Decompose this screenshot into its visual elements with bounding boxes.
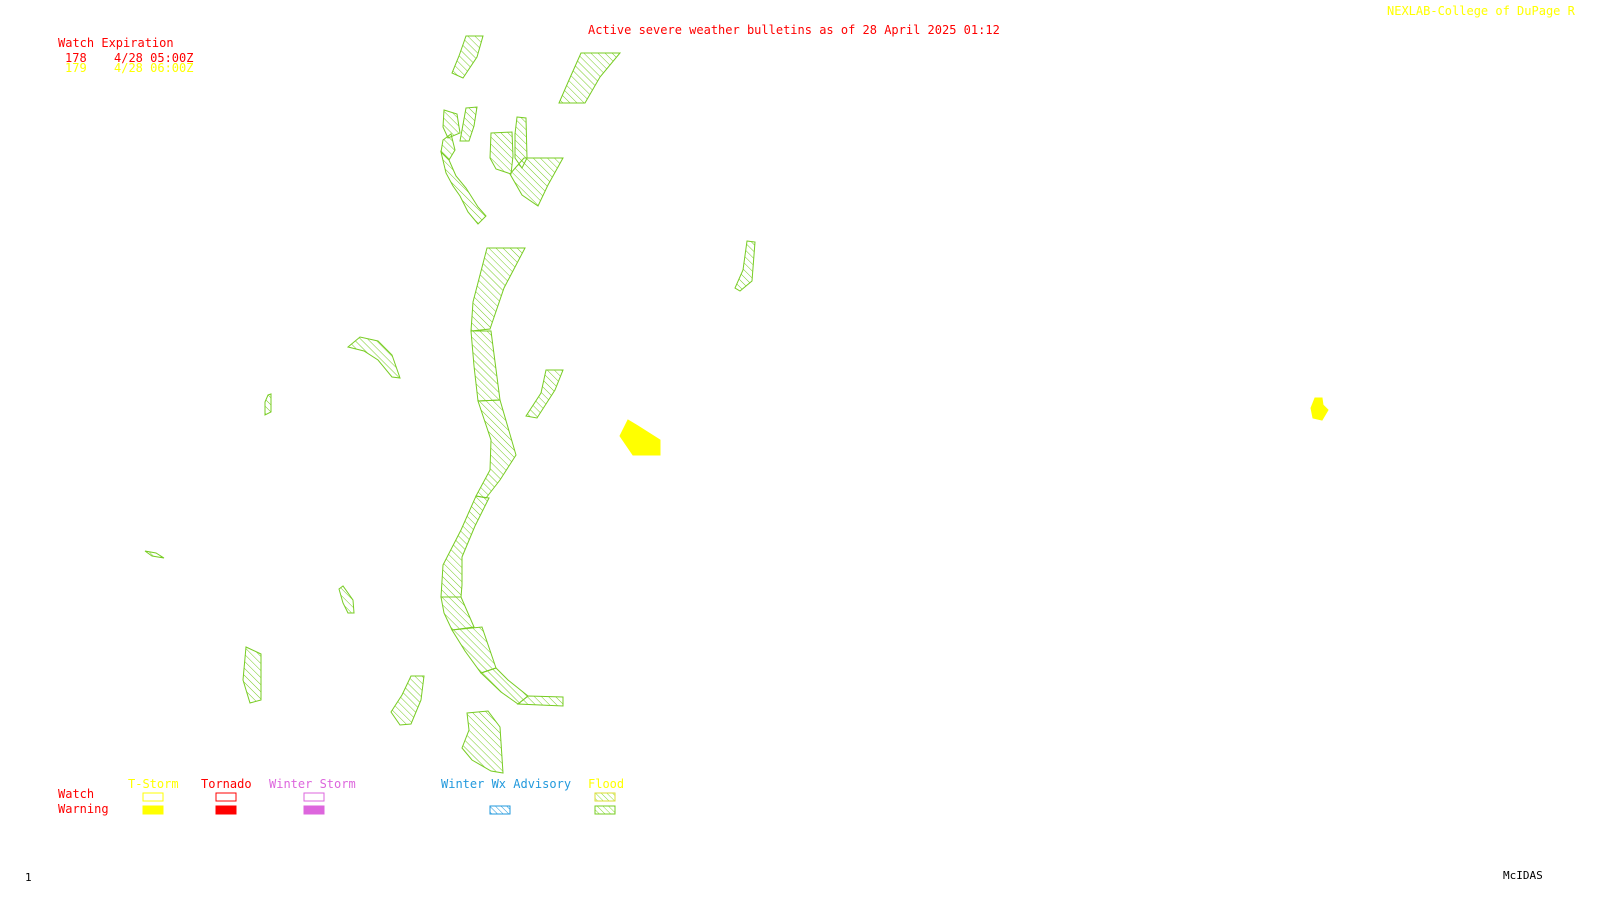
flood-warning-polygon (338, 585, 355, 614)
flood-warning-polygon (509, 157, 564, 207)
watch-row-179-id: 179 (65, 61, 87, 75)
tstorm-warning-swatch (142, 805, 164, 815)
flood-warning-polygon (489, 131, 514, 175)
flood-warning-polygon (440, 133, 456, 161)
watch-row-178-id: 178 (65, 51, 87, 65)
legend-swatches (142, 792, 616, 815)
flood-warning-polygon (470, 247, 526, 332)
flood-watch-swatch (594, 792, 616, 802)
flood-warning-polygon (516, 695, 564, 707)
flood-warning-polygon (144, 550, 165, 559)
flood-warning-polygon (734, 240, 756, 292)
legend-warning-row-label: Warning (58, 802, 109, 816)
flood-warning-polygon (480, 667, 529, 705)
software-label: McIDAS (1503, 869, 1543, 882)
flood-warning-polygon (475, 399, 517, 499)
flood-warning-polygon (470, 330, 501, 402)
flood-warning-polygon (461, 710, 504, 774)
tstorm-warning-polygon (1310, 397, 1329, 421)
flood-warning-polygon (442, 109, 461, 139)
tornado-warning-swatch (215, 805, 237, 815)
flood-warning-polygon (440, 495, 490, 598)
tornado-watch-swatch (215, 792, 237, 802)
winter-advisory-warning-swatch (489, 805, 511, 815)
watch-row-178-expires: 4/28 05:00Z (114, 51, 194, 65)
watch-expiration-heading: Watch Expiration (58, 36, 174, 50)
flood-warning-polygon (451, 35, 484, 79)
flood-warning-polygon (346, 336, 401, 379)
flood-warning-polygon (390, 675, 425, 726)
frame-number: 1 (25, 871, 32, 884)
tstorm-watch-swatch (142, 792, 164, 802)
legend-watch-row-label: Watch (58, 787, 95, 801)
flood-warning-polygon (459, 106, 478, 142)
legend-winter-storm-label: Winter Storm (269, 777, 356, 791)
tstorm-warning-polygon (619, 419, 661, 456)
winter-storm-warning-swatch (303, 805, 325, 815)
bulletin-title: Active severe weather bulletins as of 28… (588, 23, 1000, 37)
flood-warning-polygon (242, 646, 262, 704)
flood-warning-polygon (525, 369, 564, 419)
flood-warning-polygon (440, 596, 475, 631)
legend-tstorm-label: T-Storm (128, 777, 179, 791)
legend-winter-advisory-label: Winter Wx Advisory (441, 777, 572, 791)
flood-warning-polygon (440, 150, 487, 225)
legend-flood-label: Flood (588, 777, 625, 791)
legend-tornado-label: Tornado (201, 777, 252, 791)
flood-warning-swatch (594, 805, 616, 815)
source-credit: NEXLAB-College of DuPage R (1387, 4, 1575, 18)
flood-warning-polygon (451, 626, 497, 674)
flood-warning-polygon (558, 52, 622, 104)
flood-warning-polygon (264, 393, 272, 416)
watch-row-179-expires: 4/28 06:00Z (114, 61, 194, 75)
winter-storm-watch-swatch (303, 792, 325, 802)
